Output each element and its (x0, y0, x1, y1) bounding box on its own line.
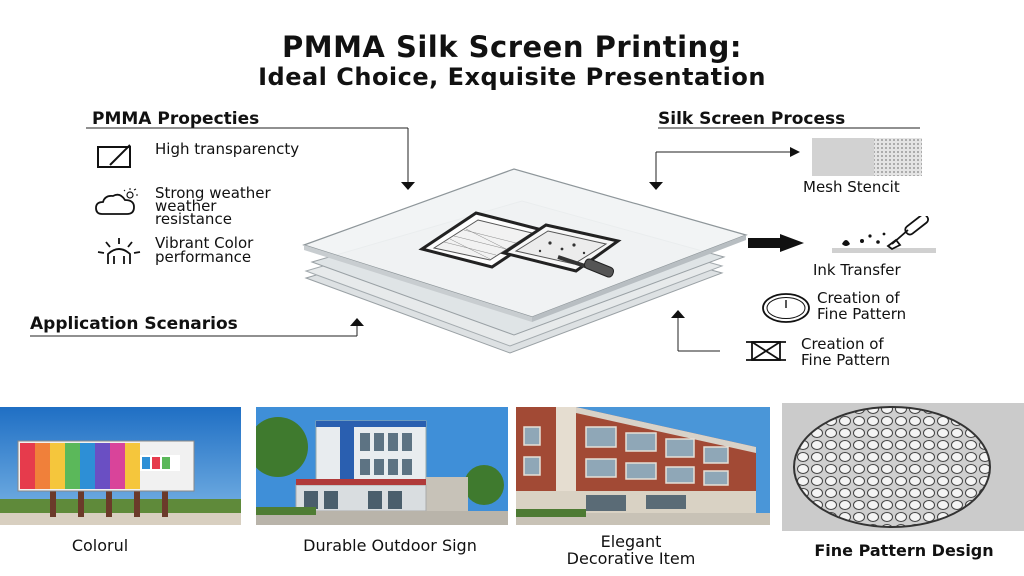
process-heading: Silk Screen Process (658, 109, 846, 129)
acrylic-sheet-icon (97, 144, 131, 168)
process-label-creation-2a: Creation of (801, 335, 884, 353)
arrow-down-left (401, 182, 415, 190)
clock-icon (762, 293, 810, 323)
page-title: PMMA Silk Screen Printing: (281, 30, 743, 64)
property-label-transparency: High transparencty (155, 140, 300, 158)
arrow-right-mesh (790, 147, 800, 157)
property-label-color-1: Vibrant Color (155, 234, 254, 252)
billboard-photo (0, 407, 241, 525)
properties-heading: PMMA Propecties (92, 109, 260, 129)
caption-decorative-line-2: Decorative Item (566, 549, 696, 568)
process-label-ink: Ink Transfer (813, 261, 901, 279)
caption-decorative-line-1: Elegant (600, 532, 662, 551)
weather-cloud-icon (95, 188, 138, 215)
applications-heading: Application Scenarios (30, 314, 238, 334)
acrylic-sheets-illustration (302, 168, 748, 354)
caption-fine-pattern: Fine Pattern Design (814, 541, 994, 560)
fine-pattern-photo (782, 403, 1024, 531)
caption-storefront: Durable Outdoor Sign (303, 536, 477, 555)
storefront-photo (256, 407, 508, 525)
caption-billboard: Colorul (71, 536, 129, 555)
property-label-weather-1: Strong weather (155, 184, 271, 202)
connector-lines (30, 127, 920, 352)
arrow-down-right (649, 182, 663, 190)
frame-cross-icon (746, 341, 786, 361)
mesh-stencil-icon (812, 138, 922, 176)
page-subtitle: Ideal Choice, Exquisite Presentation (258, 63, 766, 91)
process-label-creation-1b: Fine Pattern (817, 305, 907, 323)
ink-squeegee-icon (832, 216, 936, 253)
caption-decorative: Elegant Decorative Item (536, 533, 726, 567)
property-label-weather-3: resistance (155, 210, 232, 228)
arrow-right-bold (748, 234, 804, 252)
color-burst-icon (97, 238, 141, 264)
squeegee (557, 255, 615, 278)
process-label-creation-2b: Fine Pattern (801, 351, 891, 369)
arrow-up-left (350, 318, 364, 326)
arrow-up-right (671, 310, 685, 318)
property-label-color-2: performance (155, 248, 252, 266)
property-label-weather-2: weather (155, 197, 217, 215)
process-label-mesh: Mesh Stencit (803, 178, 900, 196)
process-label-creation-1a: Creation of (817, 289, 900, 307)
brick-building-photo (516, 407, 770, 525)
